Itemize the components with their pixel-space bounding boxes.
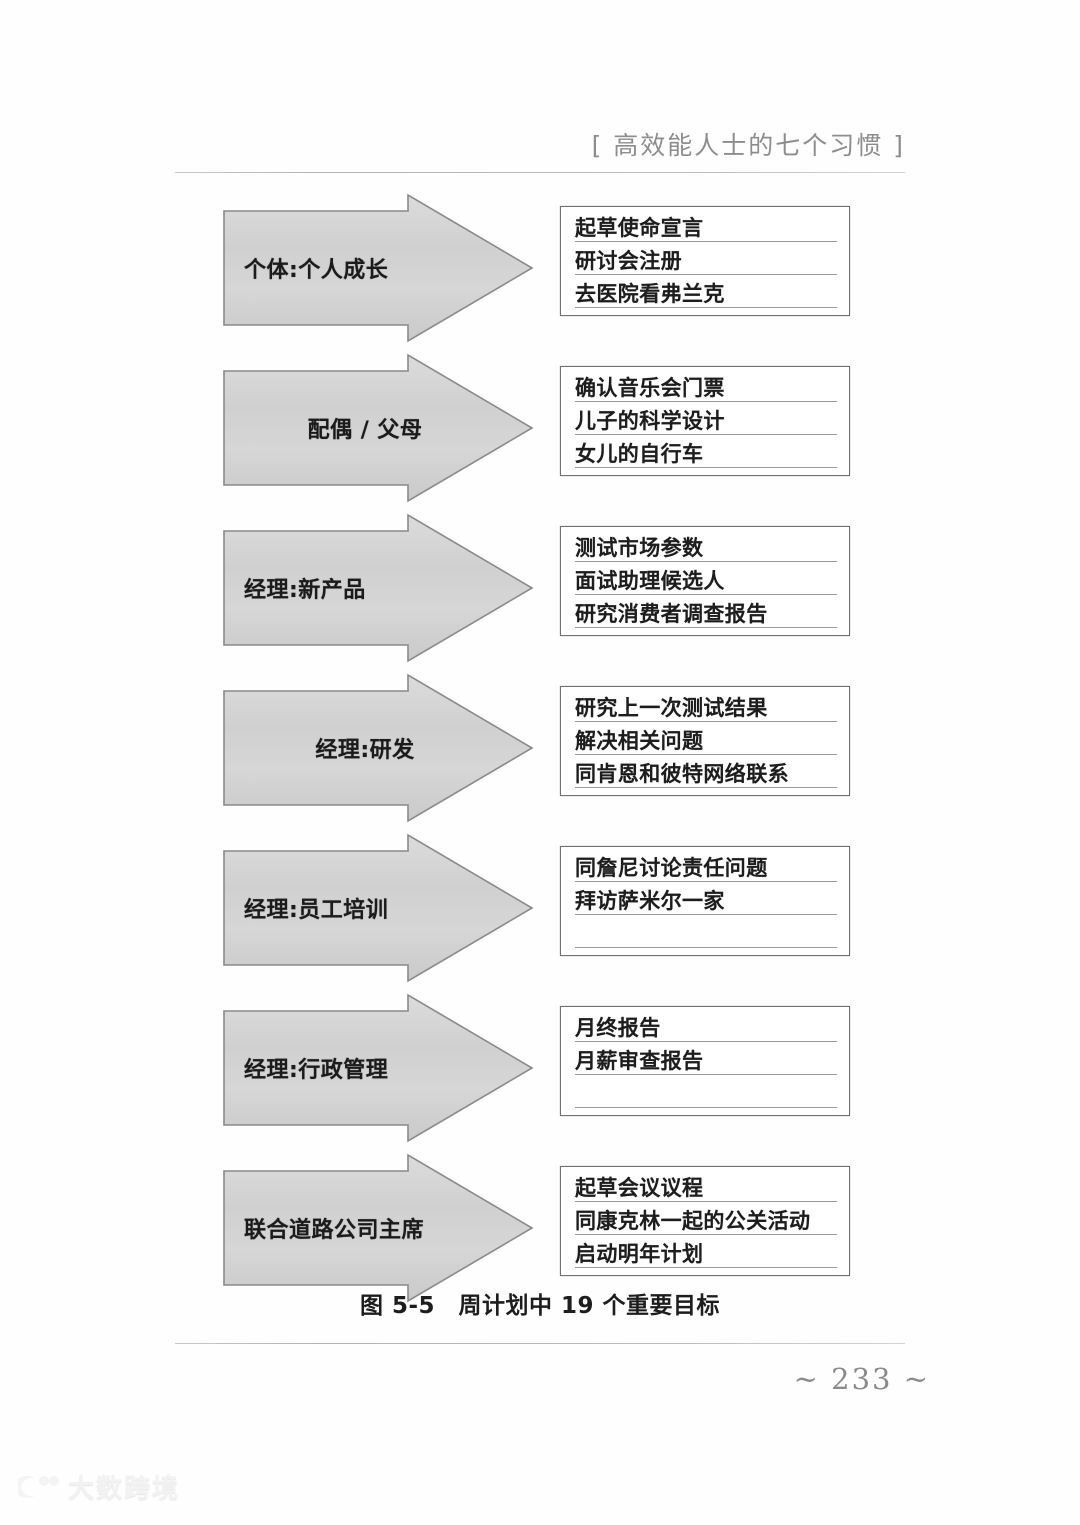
role-label: 经理:新产品 [244,578,366,603]
task-line: 去医院看弗兰克 [575,278,837,311]
goal-row: 经理:新产品 测试市场参数面试助理候选人研究消费者调查报告 [0,513,1080,663]
role-arrow: 经理:研发 [222,673,534,823]
task-text: 女儿的自行车 [575,442,704,466]
arrow-shape [223,673,534,823]
watermark-logo-icon [14,1473,60,1501]
task-text: 起草会议议程 [575,1176,704,1200]
task-text: 研讨会注册 [575,249,682,273]
task-list-box: 确认音乐会门票儿子的科学设计女儿的自行车 [560,366,850,476]
footer-divider-rule [175,1343,905,1344]
watermark: 大数跨境 [14,1468,181,1505]
task-line: 起草使命宣言 [575,212,837,245]
role-arrow: 个体:个人成长 [222,193,534,343]
task-text: 启动明年计划 [575,1242,704,1266]
role-label: 个体:个人成长 [244,258,389,283]
task-text: 研究消费者调查报告 [575,602,768,626]
header-divider-rule [175,172,905,173]
role-arrow: 经理:员工培训 [222,833,534,983]
task-list-box: 起草使命宣言研讨会注册去医院看弗兰克 [560,206,850,316]
role-label: 经理:研发 [315,738,415,763]
task-text: 同康克林一起的公关活动 [575,1209,811,1233]
task-text: 起草使命宣言 [575,216,704,240]
task-line: 启动明年计划 [575,1238,837,1271]
task-line [575,918,837,951]
task-line: 月终报告 [575,1012,837,1045]
task-list-box: 同詹尼讨论责任问题拜访萨米尔一家 [560,846,850,956]
goal-row: 联合道路公司主席 起草会议议程同康克林一起的公关活动启动明年计划 [0,1153,1080,1303]
task-line: 研究上一次测试结果 [575,692,837,725]
role-label: 联合道路公司主席 [244,1218,425,1243]
task-text: 去医院看弗兰克 [575,282,725,306]
task-line [575,1078,837,1111]
role-label: 经理:员工培训 [244,898,389,923]
task-text: 测试市场参数 [575,536,704,560]
role-arrow: 联合道路公司主席 [222,1153,534,1303]
goal-row: 经理:员工培训 同詹尼讨论责任问题拜访萨米尔一家 [0,833,1080,983]
arrow-shape [223,993,534,1143]
task-list-box: 研究上一次测试结果解决相关问题同肯恩和彼特网络联系 [560,686,850,796]
task-line: 测试市场参数 [575,532,837,565]
task-text: 解决相关问题 [575,729,704,753]
watermark-text: 大数跨境 [68,1474,181,1504]
figure-caption: 图 5-5 周计划中 19 个重要目标 [359,1293,721,1319]
task-text: 月终报告 [575,1016,661,1040]
role-arrow: 经理:新产品 [222,513,534,663]
arrow-shape [223,353,534,503]
task-line: 拜访萨米尔一家 [575,885,837,918]
task-line: 儿子的科学设计 [575,405,837,438]
task-text: 确认音乐会门票 [575,376,725,400]
task-text: 月薪审查报告 [575,1049,704,1073]
task-line: 解决相关问题 [575,725,837,758]
role-label: 配偶 / 父母 [307,418,423,443]
task-line: 同詹尼讨论责任问题 [575,852,837,885]
task-line: 女儿的自行车 [575,438,837,471]
task-line: 确认音乐会门票 [575,372,837,405]
role-label: 经理:行政管理 [244,1058,389,1083]
task-line: 面试助理候选人 [575,565,837,598]
arrow-shape [223,513,534,663]
arrow-shape [223,193,534,343]
task-list-box: 测试市场参数面试助理候选人研究消费者调查报告 [560,526,850,636]
page-number: ~ 233 ~ [793,1362,930,1396]
arrow-shape [223,1153,534,1303]
running-head: [ 高效能人士的七个习惯 ] [591,131,905,160]
task-line: 同康克林一起的公关活动 [575,1205,837,1238]
role-arrow: 配偶 / 父母 [222,353,534,503]
goal-row: 个体:个人成长 起草使命宣言研讨会注册去医院看弗兰克 [0,193,1080,343]
task-line: 月薪审查报告 [575,1045,837,1078]
task-line: 研讨会注册 [575,245,837,278]
task-text: 同肯恩和彼特网络联系 [575,762,789,786]
task-line: 同肯恩和彼特网络联系 [575,758,837,791]
task-line: 研究消费者调查报告 [575,598,837,631]
task-text: 面试助理候选人 [575,569,725,593]
task-text: 同詹尼讨论责任问题 [575,856,768,880]
task-text: 研究上一次测试结果 [575,696,768,720]
task-list-box: 起草会议议程同康克林一起的公关活动启动明年计划 [560,1166,850,1276]
task-text: 儿子的科学设计 [575,409,725,433]
goal-row: 经理:行政管理 月终报告月薪审查报告 [0,993,1080,1143]
arrow-shape [223,833,534,983]
goal-row: 经理:研发 研究上一次测试结果解决相关问题同肯恩和彼特网络联系 [0,673,1080,823]
goal-row: 配偶 / 父母 确认音乐会门票儿子的科学设计女儿的自行车 [0,353,1080,503]
role-arrow: 经理:行政管理 [222,993,534,1143]
task-list-box: 月终报告月薪审查报告 [560,1006,850,1116]
task-text: 拜访萨米尔一家 [575,889,725,913]
task-line: 起草会议议程 [575,1172,837,1205]
